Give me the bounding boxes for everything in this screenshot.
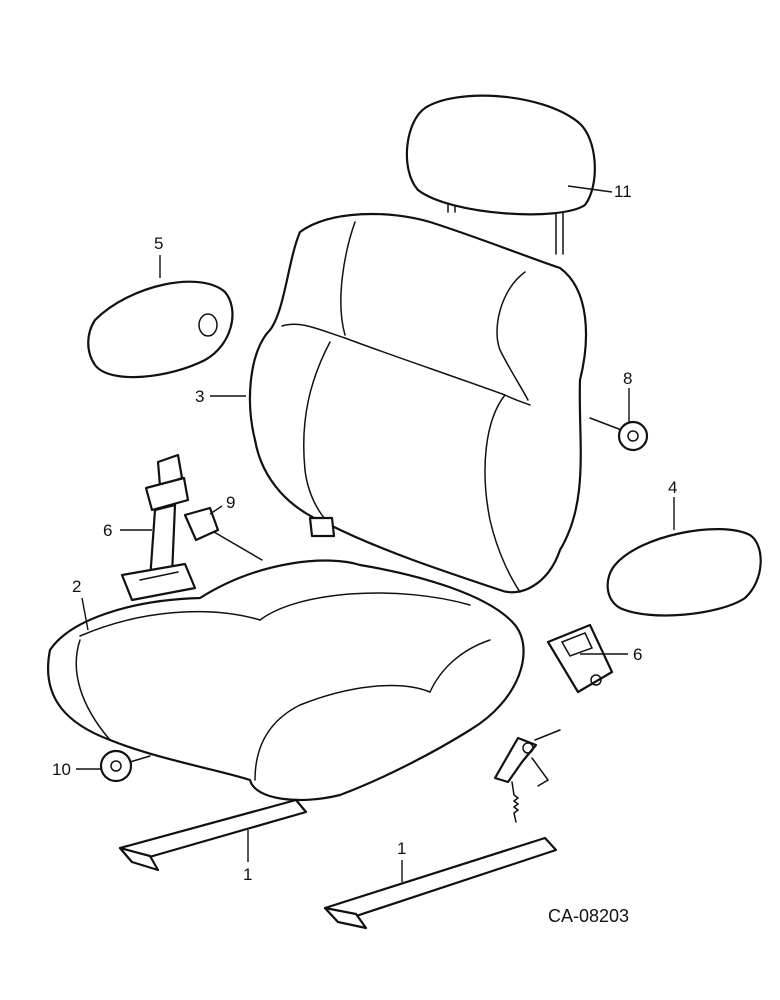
callout-1b: 1 <box>397 839 406 858</box>
headrest <box>405 94 596 255</box>
leader-lines <box>76 185 675 882</box>
callout-2: 2 <box>72 577 81 596</box>
backrest-adjust-knob <box>589 417 649 452</box>
seat-rail-right <box>323 836 558 930</box>
callout-10: 10 <box>52 760 71 779</box>
armrest-pad-right <box>606 528 762 617</box>
seat-cushion <box>47 559 525 802</box>
callout-1a: 1 <box>243 865 252 884</box>
backrest <box>248 212 588 594</box>
callout-11: 11 <box>614 182 632 201</box>
callout-3: 3 <box>195 387 204 406</box>
armrest-pad-left <box>87 280 234 379</box>
callout-9: 9 <box>226 493 235 512</box>
callout-4: 4 <box>668 478 677 497</box>
seat-adjust-knob <box>99 749 151 783</box>
belt-buckle-stalk <box>183 506 263 561</box>
seat-belt-buckle-lower <box>546 623 614 694</box>
callout-6b: 6 <box>633 645 642 664</box>
callout-8: 8 <box>623 369 632 388</box>
callout-5: 5 <box>154 234 163 253</box>
diagram-code: CA-08203 <box>548 906 629 926</box>
seat-latch-mechanism <box>493 729 561 823</box>
seat-rail-left <box>118 798 308 872</box>
callout-6a: 6 <box>103 521 112 540</box>
seat-belt-retractor <box>120 453 197 602</box>
